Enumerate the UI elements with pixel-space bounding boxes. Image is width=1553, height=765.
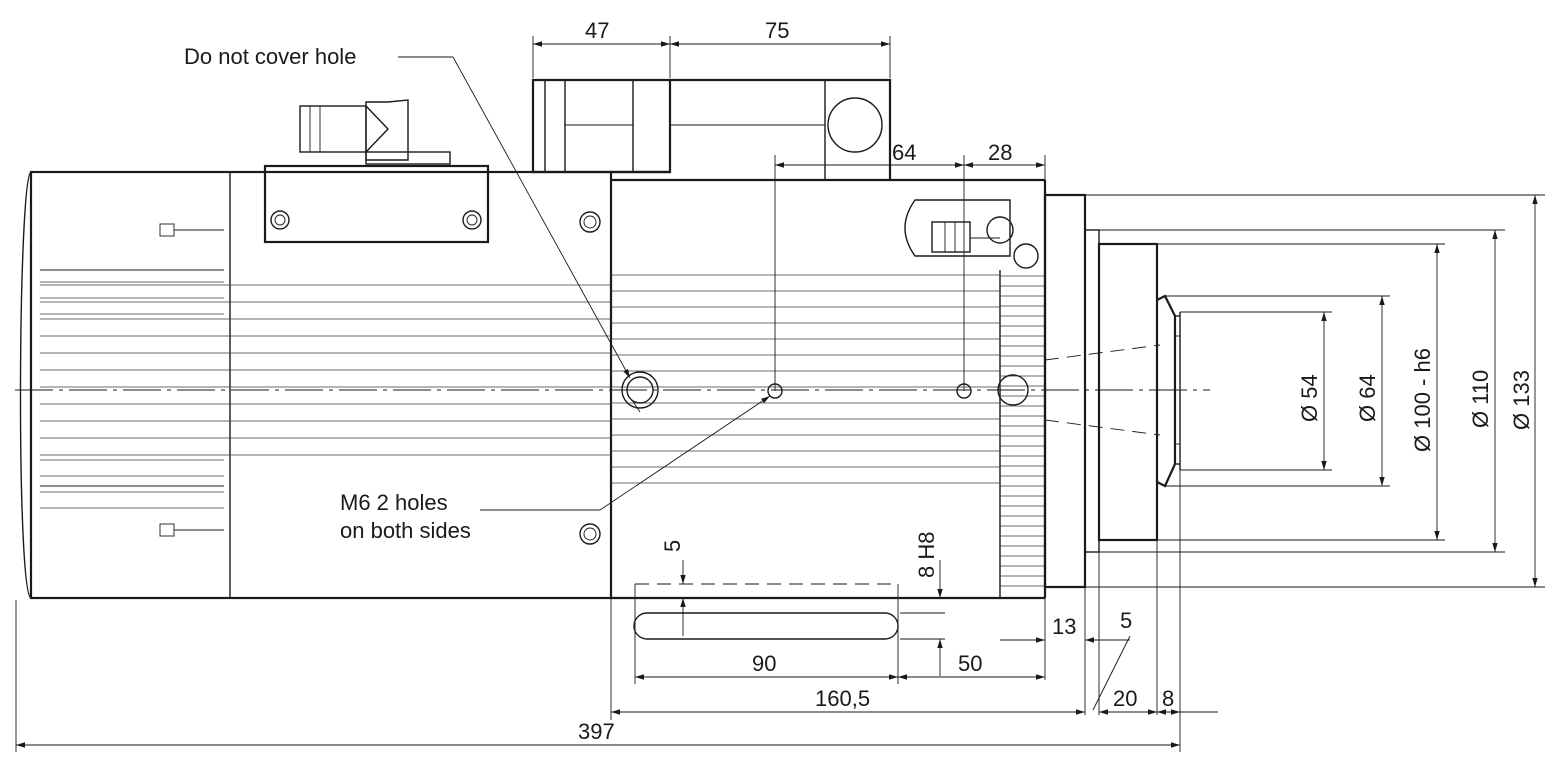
dim-dia-133: Ø 133 xyxy=(1509,370,1534,430)
cooling-fins-rear xyxy=(40,281,611,509)
dim-slot-h8: 8 H8 xyxy=(914,532,939,578)
dim-5-flange: 5 xyxy=(1120,608,1132,633)
cooling-fins-nose xyxy=(1000,275,1045,587)
dim-dia-100: Ø 100 - h6 xyxy=(1410,348,1435,452)
cover-hole xyxy=(621,371,659,413)
dimension-texts: 47 75 64 28 Ø 54 Ø 64 Ø 100 - h6 Ø 110 Ø… xyxy=(578,18,1534,744)
cover-hole-label: Do not cover hole xyxy=(184,44,356,69)
body-bolts xyxy=(579,211,601,545)
dim-dia-64: Ø 64 xyxy=(1355,374,1380,422)
m6-holes-label-line2: on both sides xyxy=(340,518,471,543)
dim-dia-54: Ø 54 xyxy=(1297,374,1322,422)
m6-holes-label-line1: M6 2 holes xyxy=(340,490,448,515)
dim-slot-5: 5 xyxy=(660,540,685,552)
air-fitting xyxy=(299,99,451,167)
dim-47: 47 xyxy=(585,18,609,43)
dim-dia-110: Ø 110 xyxy=(1468,370,1493,428)
junction-box xyxy=(263,164,490,244)
dim-90: 90 xyxy=(752,651,776,676)
flange-nose xyxy=(1043,193,1181,589)
annotation-texts: Do not cover hole M6 2 holes on both sid… xyxy=(184,44,471,543)
dim-50: 50 xyxy=(958,651,982,676)
dimension-lines xyxy=(15,36,1545,752)
m6-holes xyxy=(767,340,1029,406)
dim-64: 64 xyxy=(892,140,916,165)
dim-75: 75 xyxy=(765,18,789,43)
dim-160-5: 160,5 xyxy=(815,686,870,711)
keyway-slot xyxy=(633,583,899,640)
front-fittings xyxy=(904,199,1039,269)
dim-13: 13 xyxy=(1052,614,1076,639)
rear-tabs xyxy=(40,223,224,537)
dim-28: 28 xyxy=(988,140,1012,165)
dim-397: 397 xyxy=(578,719,615,744)
dim-8: 8 xyxy=(1162,686,1174,711)
connector-housing xyxy=(531,78,892,180)
cooling-fins-front xyxy=(611,274,1000,484)
dim-20: 20 xyxy=(1113,686,1137,711)
